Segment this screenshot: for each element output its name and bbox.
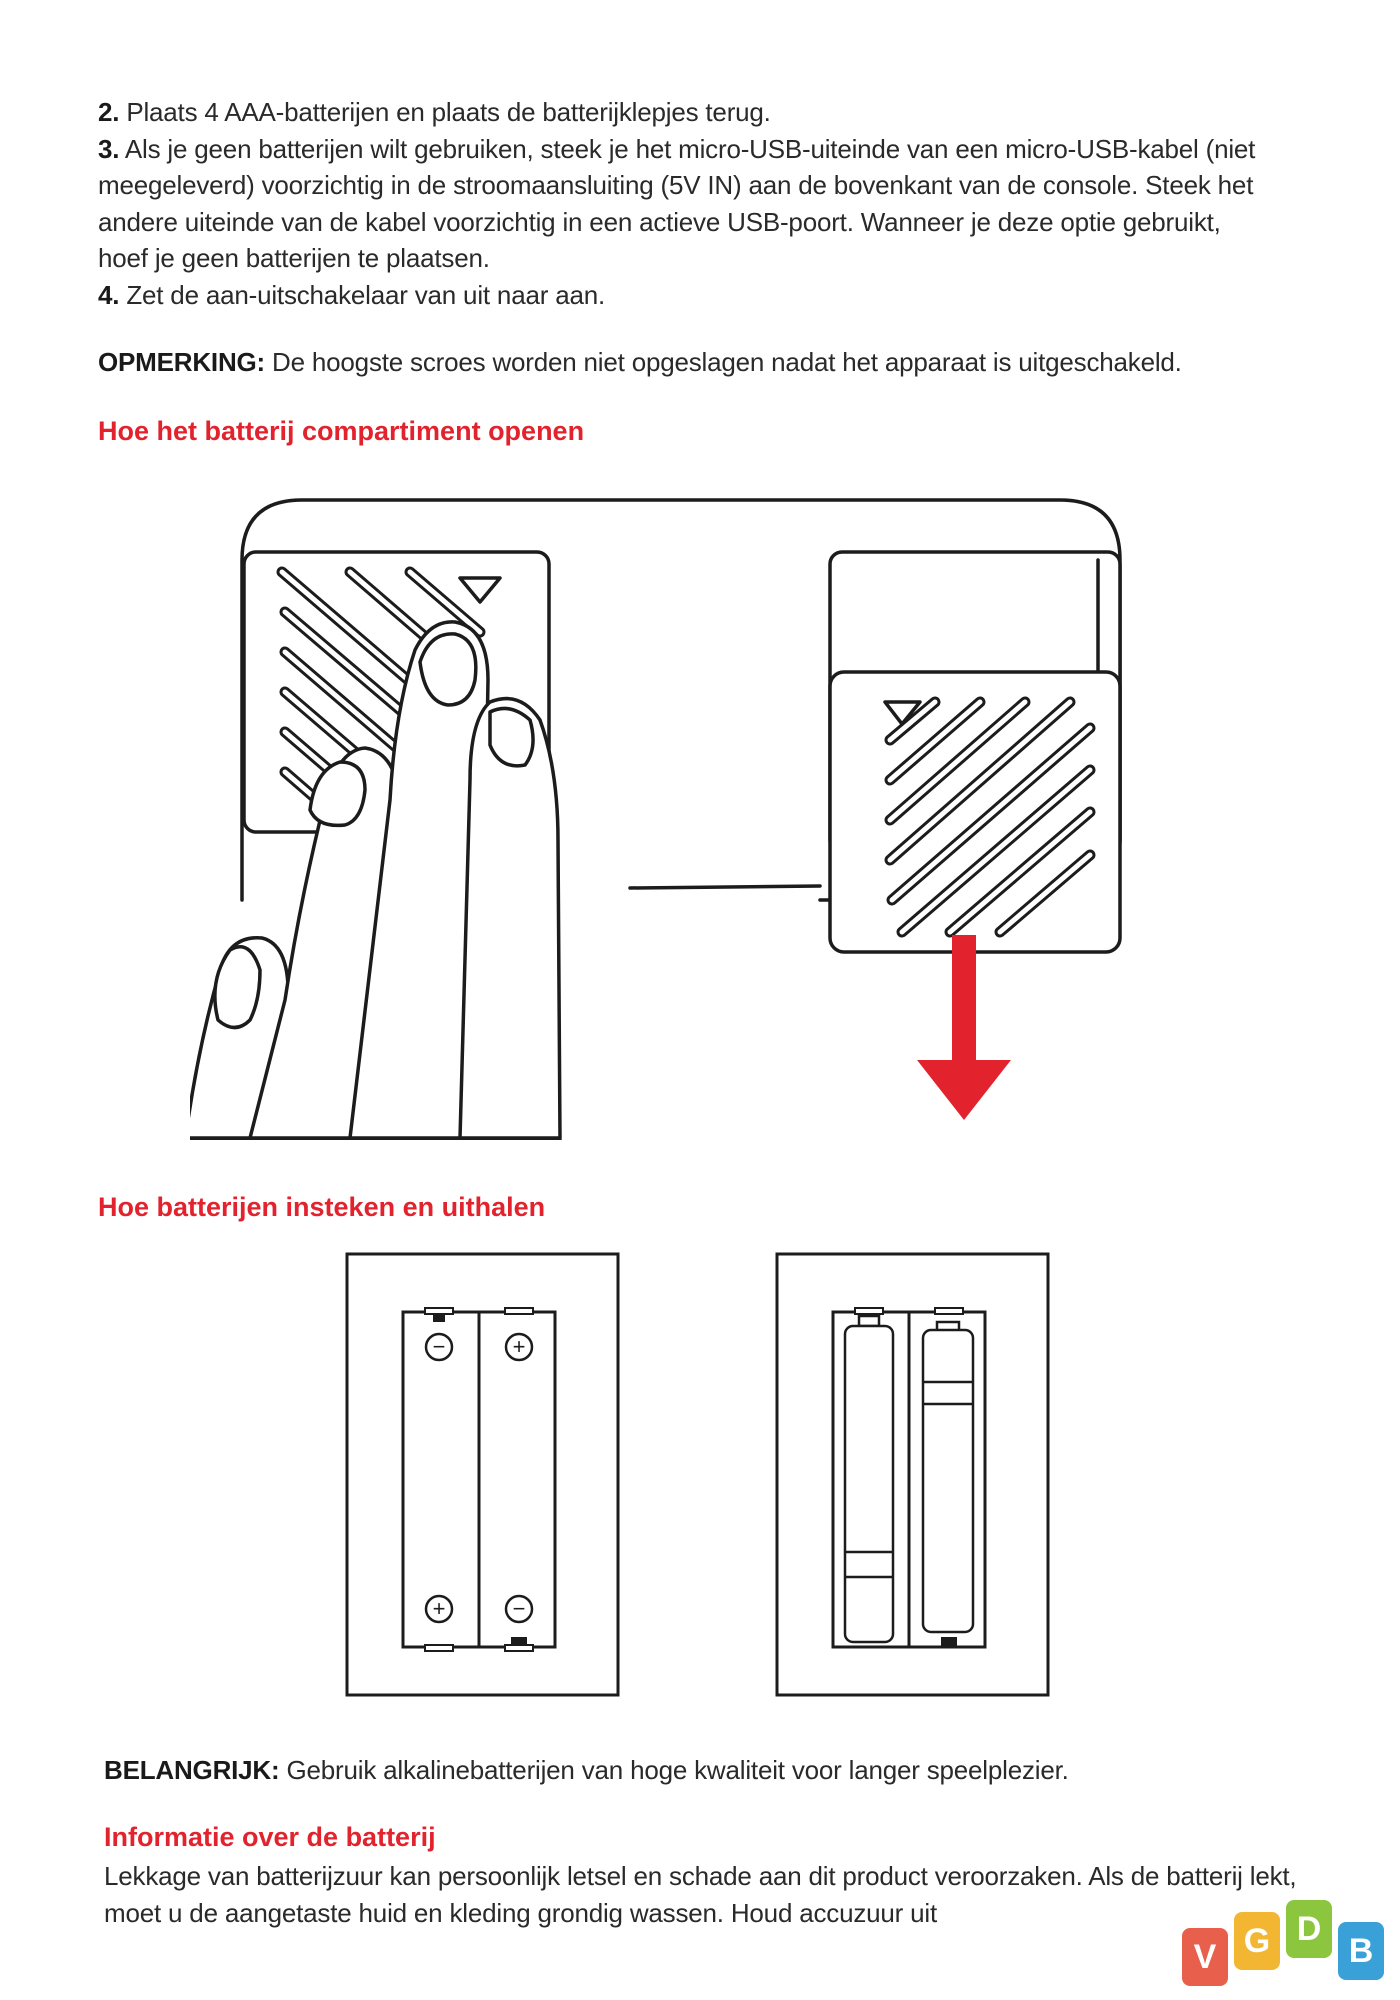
step-text: Als je geen batterijen wilt gebruiken, s… <box>98 133 1256 274</box>
plus-symbol-bottom-left: + <box>432 1596 446 1621</box>
battery-compartment-filled-panel <box>775 1252 1050 1697</box>
hand-drawing <box>190 620 562 1140</box>
heading-battery-info: Informatie over de batterij <box>104 1822 436 1852</box>
battery-compartment-empty-panel: − + + − <box>345 1252 620 1697</box>
battery-info-text: Lekkage van batterijzuur kan persoonlijk… <box>104 1861 1297 1928</box>
step-text: Zet de aan-uitschakelaar van uit naar aa… <box>119 279 606 310</box>
step-4: 4. Zet de aan-uitschakelaar van uit naar… <box>98 277 1328 314</box>
step-2: 2. Plaats 4 AAA-batterijen en plaats de … <box>98 94 1328 131</box>
step-3: 3. Als je geen batterijen wilt gebruiken… <box>98 131 1258 277</box>
right-door-grip-lines-inner <box>887 699 1093 935</box>
important-label: BELANGRIJK: <box>104 1755 280 1785</box>
console-bottom-edge <box>628 884 822 890</box>
important-note: BELANGRIJK: Gebruik alkalinebatterijen v… <box>104 1752 1334 1789</box>
instructions-block: 2. Plaats 4 AAA-batterijen en plaats de … <box>98 94 1328 313</box>
heading-insert-remove: Hoe batterijen insteken en uithalen <box>98 1192 546 1222</box>
logo-letter-g: G <box>1234 1912 1280 1970</box>
important-text: Gebruik alkalinebatterijen van hoge kwal… <box>279 1755 1069 1785</box>
vgdb-watermark-logo: V G D B <box>1182 1900 1392 1988</box>
logo-letter-d: D <box>1286 1900 1332 1958</box>
slide-down-arrow <box>917 935 1011 1120</box>
heading-open-compartment: Hoe het batterij compartiment openen <box>98 416 585 446</box>
logo-letter-b: B <box>1338 1922 1384 1980</box>
left-door-arrow-mark <box>458 576 502 604</box>
battery-right <box>921 1320 975 1634</box>
note: OPMERKING: De hoogste scroes worden niet… <box>98 344 1328 381</box>
step-number: 3. <box>98 133 120 164</box>
logo-letter-v: V <box>1182 1928 1228 1986</box>
step-text: Plaats 4 AAA-batterijen en plaats de bat… <box>119 97 771 127</box>
minus-symbol-top-left: − <box>432 1334 446 1359</box>
open-compartment-illustration <box>190 498 1122 1140</box>
empty-compartment-drawing <box>345 1252 620 1697</box>
step-number: 4. <box>98 279 120 310</box>
note-text: De hoogste scroes worden niet opgeslagen… <box>265 347 1182 377</box>
right-door-arrow-mark <box>883 700 922 726</box>
note-label: OPMERKING: <box>98 347 266 377</box>
battery-left <box>843 1314 895 1644</box>
step-number: 2. <box>98 97 120 127</box>
plus-symbol-top-right: + <box>512 1334 526 1359</box>
minus-symbol-bottom-right: − <box>512 1596 526 1621</box>
